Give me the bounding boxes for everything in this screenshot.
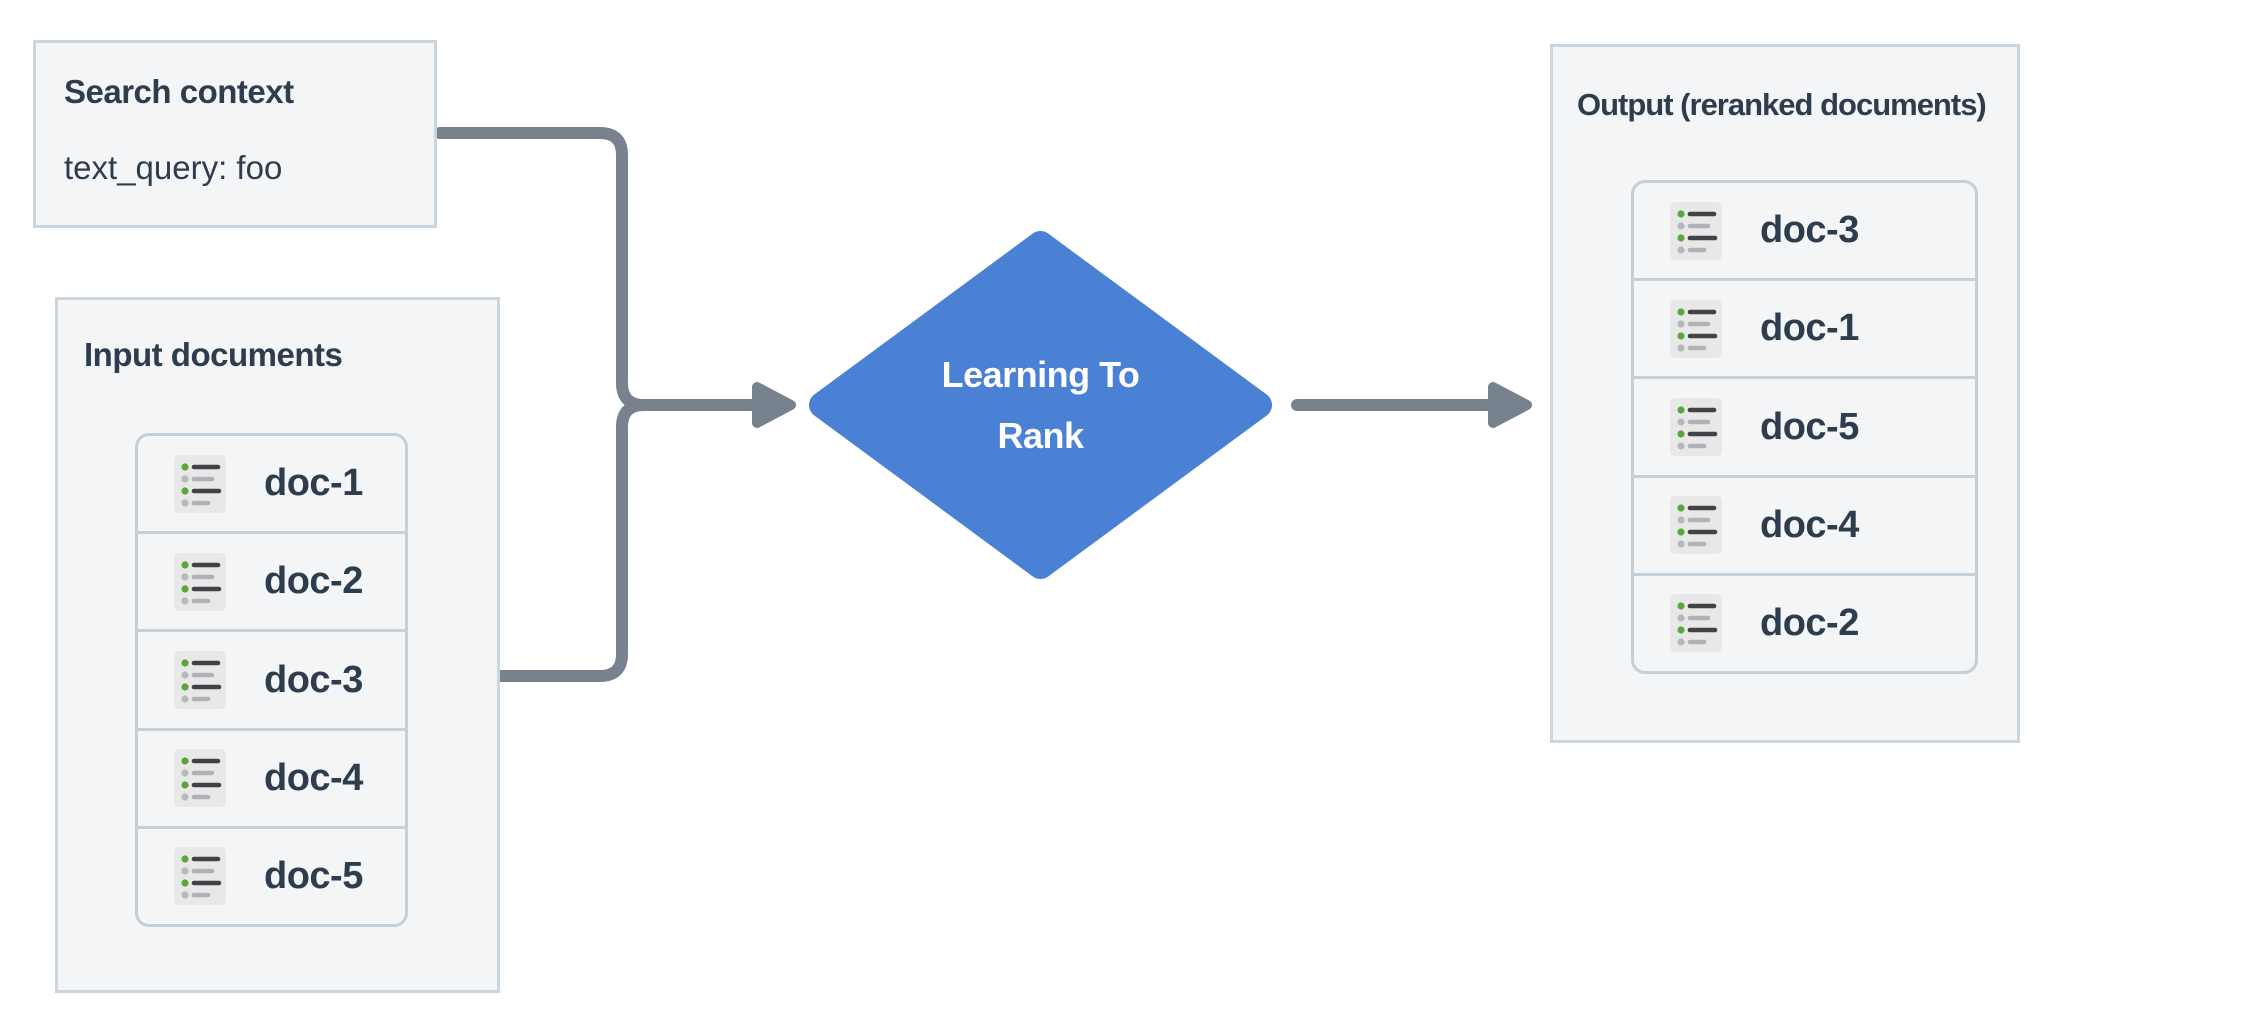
bulleted-list-document-icon — [1670, 299, 1722, 358]
doc-label: doc-2 — [1760, 601, 1859, 644]
doc-row: doc-3 — [138, 629, 405, 727]
doc-row: doc-1 — [1634, 278, 1975, 376]
doc-row: doc-4 — [1634, 474, 1975, 573]
search-context-box: Search context text_query: foo — [33, 40, 437, 228]
ltr-label-line2: Rank — [997, 415, 1084, 456]
input-documents-title: Input documents — [84, 336, 343, 373]
doc-row: doc-4 — [138, 727, 405, 826]
ltr-label-line1: Learning To — [941, 353, 1140, 395]
doc-row: doc-5 — [1634, 376, 1975, 474]
diamond-shape — [809, 231, 1272, 579]
doc-label: doc-5 — [264, 854, 363, 897]
text-query-value: text_query: foo — [64, 149, 283, 186]
bulleted-list-document-icon — [1670, 594, 1722, 653]
bulleted-list-document-icon — [1670, 201, 1722, 260]
doc-label: doc-3 — [1760, 209, 1859, 252]
doc-label: doc-1 — [264, 462, 363, 505]
input-doc-list: doc-1 doc-2 doc-3 doc-4 — [135, 433, 408, 927]
doc-label: doc-4 — [1760, 503, 1859, 546]
doc-row: doc-2 — [138, 531, 405, 629]
bulleted-list-document-icon — [1670, 496, 1722, 555]
bulleted-list-document-icon — [174, 552, 226, 611]
merge-arrowhead-icon — [752, 382, 796, 428]
search-context-title: Search context — [64, 73, 294, 110]
doc-label: doc-2 — [264, 560, 363, 603]
learning-to-rank-node: Learning To Rank — [808, 230, 1273, 580]
bulleted-list-document-icon — [174, 847, 226, 906]
input-documents-connector — [491, 399, 650, 682]
input-documents-box: Input documents doc-1 doc-2 doc — [55, 297, 500, 993]
doc-label: doc-4 — [264, 756, 363, 799]
bulleted-list-document-icon — [174, 749, 226, 808]
output-title: Output (reranked documents) — [1577, 87, 1987, 122]
doc-row: doc-5 — [138, 825, 405, 924]
doc-label: doc-5 — [1760, 405, 1859, 448]
bulleted-list-document-icon — [174, 651, 226, 709]
learning-to-rank-label: Learning To Rank — [808, 230, 1273, 580]
bulleted-list-document-icon — [174, 454, 226, 513]
doc-label: doc-3 — [264, 658, 363, 701]
doc-row: doc-3 — [1634, 183, 1975, 278]
output-arrowhead-icon — [1488, 382, 1532, 428]
doc-row: doc-2 — [1634, 572, 1975, 671]
doc-row: doc-1 — [138, 436, 405, 531]
doc-label: doc-1 — [1760, 307, 1859, 350]
output-doc-list: doc-3 doc-1 doc-5 doc-4 — [1631, 180, 1978, 674]
output-box: Output (reranked documents) doc-3 doc-1 — [1550, 44, 2020, 743]
bulleted-list-document-icon — [1670, 398, 1722, 456]
